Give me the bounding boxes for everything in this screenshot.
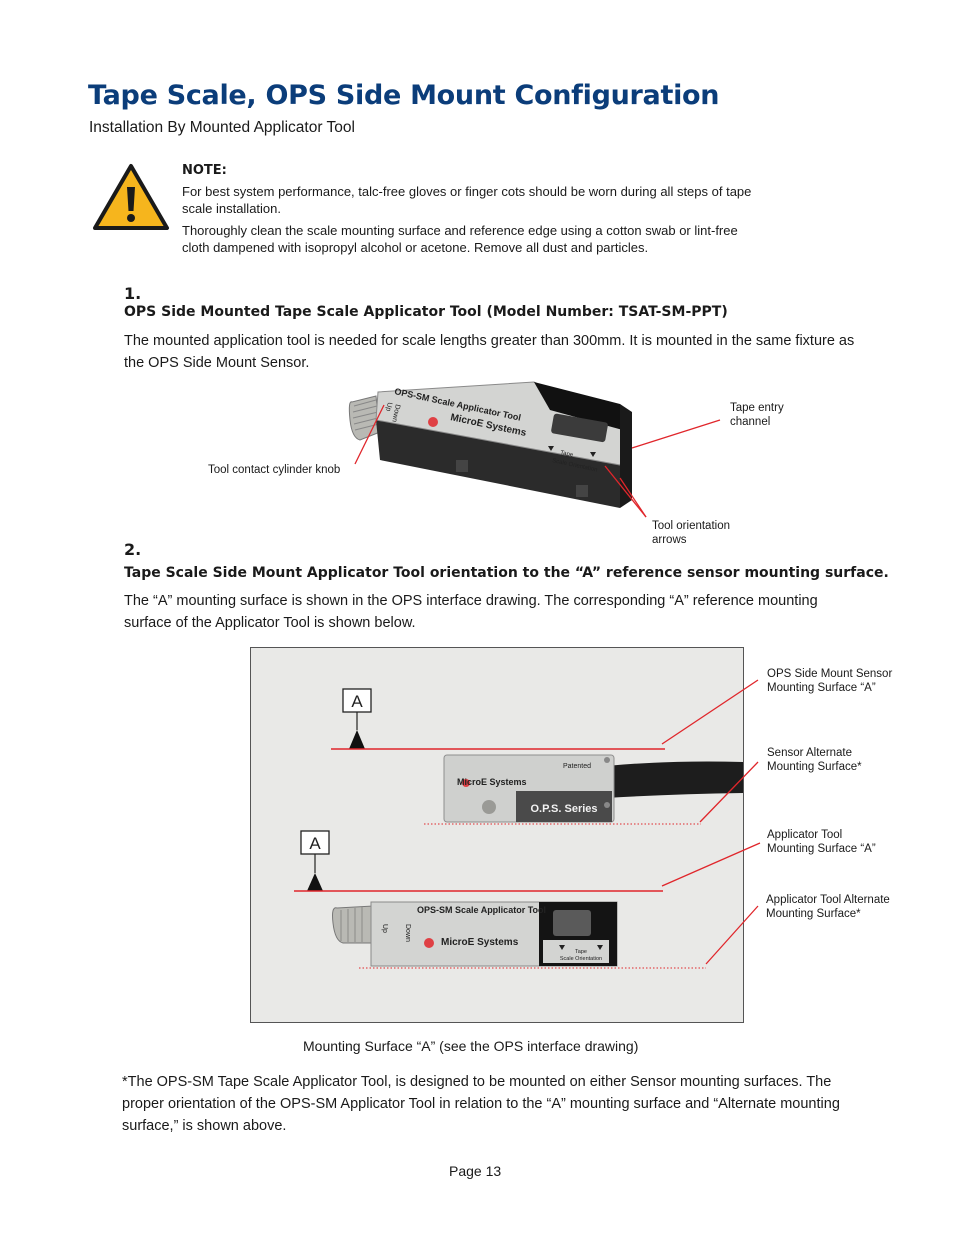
figure-caption: Mounting Surface “A” (see the OPS interf… — [303, 1038, 639, 1054]
tool-label-lower: OPS-SM Scale Applicator Tool — [417, 905, 546, 915]
tool-laser-dot-icon — [424, 938, 434, 948]
tool-brand-lower: MicroE Systems — [441, 937, 519, 948]
note-paragraph-1: For best system performance, talc-free g… — [182, 184, 752, 216]
applicator-tool-photo: OPS-SM Scale Applicator Tool Down Up Mic… — [348, 381, 721, 518]
note-label: NOTE: — [182, 163, 227, 178]
tape-label: Tape — [560, 450, 575, 459]
datum-a-lower: A — [309, 834, 321, 853]
page-number: Page 13 — [449, 1163, 502, 1179]
callout-tool-alternate-2: Mounting Surface* — [766, 908, 861, 920]
step-2-body: The “A” mounting surface is shown in the… — [124, 593, 818, 631]
callout-tool-alternate-1: Applicator Tool Alternate — [766, 894, 890, 906]
scale-orientation-lower: Scale Orientation — [560, 956, 602, 962]
up-label-lower: Up — [381, 924, 388, 933]
note-paragraph-2: Thoroughly clean the scale mounting surf… — [182, 223, 738, 255]
laser-dot-icon — [428, 417, 438, 427]
callout-entry-line-1: Tape entry — [730, 402, 784, 414]
warning-icon — [93, 164, 169, 230]
callout-entry-line-2: channel — [730, 416, 771, 428]
callout-tool-surface-a-2: Mounting Surface “A” — [767, 843, 876, 855]
page-title: Tape Scale, OPS Side Mount Configuration — [88, 80, 720, 111]
footnote: *The OPS-SM Tape Scale Applicator Tool, … — [122, 1074, 840, 1134]
step-2-number: 2. — [124, 540, 142, 559]
callout-sensor-alternate-2: Mounting Surface* — [767, 761, 862, 773]
tool-orientation-arrows-icon — [559, 945, 603, 950]
sensor-laser-dot-icon — [462, 779, 470, 787]
sensor-brand: MicroE Systems — [457, 777, 527, 787]
tape-label-lower: Tape — [575, 949, 587, 955]
down-label-lower: Down — [404, 924, 411, 942]
page-subtitle: Installation By Mounted Applicator Tool — [89, 119, 355, 136]
down-label: Down — [390, 404, 401, 423]
callout-sensor-surface-a-1: OPS Side Mount Sensor — [767, 668, 893, 680]
orientation-arrows-icon — [548, 446, 596, 457]
callout-knob: Tool contact cylinder knob — [208, 464, 341, 476]
callout-sensor-alternate-1: Sensor Alternate — [767, 747, 853, 759]
mounting-surface-photo: A Patented MicroE Systems O.P.S. Series … — [250, 647, 744, 1023]
up-label: Up — [384, 402, 393, 412]
callout-sensor-surface-a-2: Mounting Surface “A” — [767, 682, 876, 694]
callout-tool-surface-a-1: Applicator Tool — [767, 829, 843, 841]
step-2-heading: Tape Scale Side Mount Applicator Tool or… — [124, 565, 889, 581]
step-1-number: 1. — [124, 284, 142, 303]
callout-arrows-line-2: arrows — [652, 534, 687, 546]
callout-arrows-line-1: Tool orientation — [652, 520, 730, 532]
step-1-body: The mounted application tool is needed f… — [124, 333, 855, 371]
sensor-patented: Patented — [563, 763, 591, 770]
sensor-series: O.P.S. Series — [530, 803, 597, 815]
step-1-heading: OPS Side Mounted Tape Scale Applicator T… — [124, 304, 728, 320]
datum-a-upper: A — [351, 692, 363, 711]
